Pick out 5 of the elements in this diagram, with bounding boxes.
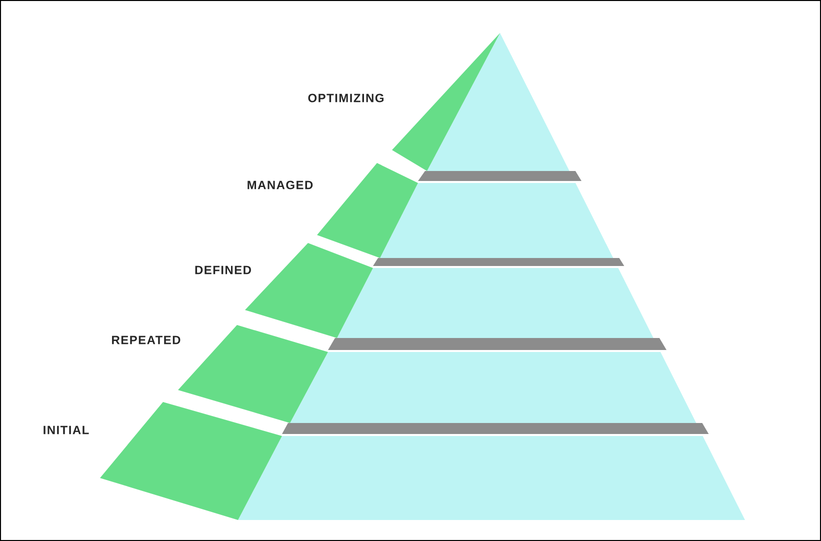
node-label: MANAGED [248,180,313,190]
node-label: INITIAL [44,426,89,434]
node-label: REPEATED [112,336,180,344]
node-label: DEFINED [195,266,251,274]
node-label: OPTIMIZING [308,94,384,102]
